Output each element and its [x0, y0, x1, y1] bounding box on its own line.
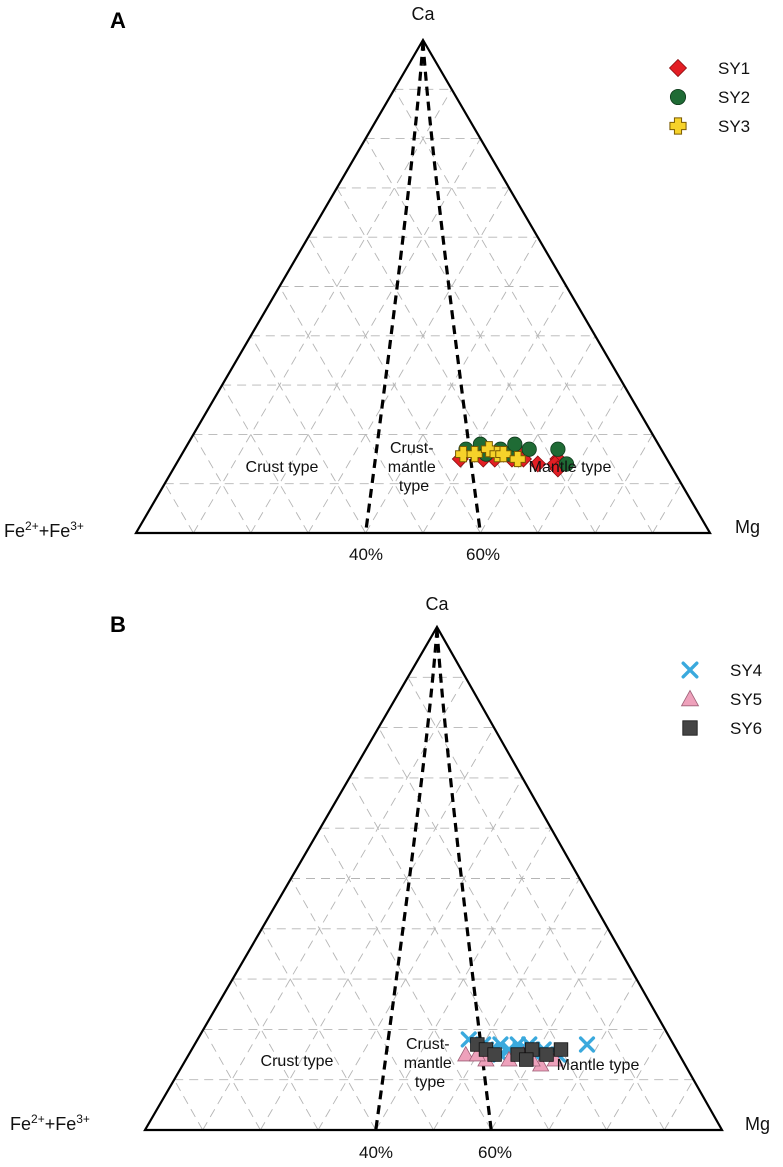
grid-line — [261, 928, 377, 1131]
circle-marker — [521, 441, 537, 457]
apex-label-left-sup: 2+ — [25, 519, 39, 533]
legend-label: SY2 — [718, 88, 750, 107]
grid-line — [319, 827, 492, 1131]
diamond-marker — [529, 455, 547, 473]
region-label-mantle: Mantle type — [529, 459, 612, 476]
boundary-60-line — [435, 628, 493, 1131]
circle-marker — [507, 436, 523, 452]
legend-label: SY1 — [718, 59, 750, 78]
grid-line — [173, 1079, 204, 1131]
square-marker — [539, 1047, 554, 1062]
plus-marker — [455, 446, 472, 463]
legend-label: SY5 — [730, 690, 762, 709]
grid-line — [193, 434, 252, 534]
grid-line — [652, 483, 682, 534]
apex-label-right: Mg — [735, 517, 760, 537]
apex-label-left-part: +Fe — [39, 521, 71, 541]
triangle-marker — [680, 689, 700, 707]
grid-lines — [173, 676, 694, 1131]
boundary-label-40: 40% — [359, 1143, 393, 1162]
apex-label-left-part: Fe — [4, 521, 25, 541]
data-points — [457, 1031, 596, 1072]
grid-line — [307, 236, 481, 534]
square-marker — [519, 1052, 534, 1067]
grid-line — [594, 434, 653, 534]
boundary-label-60: 60% — [466, 545, 500, 564]
plus-marker — [669, 117, 687, 135]
diamond-marker — [668, 58, 688, 78]
boundary-label-40: 40% — [349, 545, 383, 564]
region-label-crust: Crust type — [261, 1053, 334, 1070]
grid-line — [393, 89, 653, 534]
grid-line — [317, 777, 523, 1131]
square-marker — [682, 720, 698, 736]
x-marker — [681, 661, 699, 679]
circle-marker — [550, 441, 566, 457]
grid-line — [203, 1029, 261, 1131]
grid-line — [221, 384, 309, 534]
apex-label-left-sup: 3+ — [76, 1112, 90, 1126]
grid-line — [336, 187, 539, 534]
grid-line — [250, 335, 366, 534]
apex-label-left: Fe2++Fe3+ — [4, 519, 84, 541]
grid-line — [279, 286, 424, 534]
triangle-marker — [457, 1045, 475, 1062]
ternary-panel-a: A Ca Fe2++Fe3+ Mg 40% 60% Crust type Cru… — [4, 4, 760, 564]
grid-line — [480, 335, 596, 534]
apex-label-right: Mg — [745, 1114, 770, 1134]
boundary-40-line — [374, 628, 439, 1131]
grid-line — [537, 384, 625, 534]
region-label-crust: Crust type — [246, 459, 319, 476]
ternary-triangle — [134, 37, 712, 535]
region-label-crust-mantle: Crust- mantle type — [404, 1036, 456, 1091]
grid-line — [202, 677, 466, 1131]
ternary-panel-b: B Ca Fe2++Fe3+ Mg 40% 60% Crust type Cru… — [10, 594, 770, 1162]
grid-line — [290, 878, 434, 1131]
grid-line — [663, 1079, 694, 1131]
apex-label-left-sup: 3+ — [70, 519, 84, 533]
boundary-40-line — [364, 41, 425, 534]
apex-label-top: Ca — [411, 4, 435, 24]
panel-label: B — [110, 612, 126, 637]
grid-lines — [164, 88, 682, 534]
apex-label-top: Ca — [425, 594, 449, 614]
grid-line — [307, 187, 510, 534]
data-points — [451, 436, 575, 478]
x-marker — [578, 1036, 596, 1053]
legend-label: SY4 — [730, 661, 762, 680]
apex-label-left-part: Fe — [10, 1114, 31, 1134]
panel-label: A — [110, 8, 126, 33]
apex-label-left-sup: 2+ — [31, 1112, 45, 1126]
boundary-60-line — [421, 41, 482, 534]
apex-label-left-part: +Fe — [45, 1114, 77, 1134]
grid-line — [164, 483, 194, 534]
grid-line — [490, 928, 609, 1131]
ternary-triangle — [143, 624, 724, 1132]
plus-marker — [509, 450, 526, 468]
boundary-label-60: 60% — [478, 1143, 512, 1162]
grid-line — [433, 878, 580, 1131]
legend-label: SY3 — [718, 117, 750, 136]
legend-label: SY6 — [730, 719, 762, 738]
grid-line — [349, 777, 550, 1131]
square-marker — [487, 1047, 502, 1062]
grid-line — [422, 286, 567, 534]
square-marker — [553, 1042, 569, 1057]
grid-line — [606, 1029, 666, 1131]
region-label-crust-mantle: Crust- mantle type — [388, 440, 440, 495]
plus-marker — [495, 446, 512, 463]
circle-marker — [669, 88, 687, 106]
grid-line — [193, 89, 453, 534]
apex-label-left: Fe2++Fe3+ — [10, 1112, 90, 1134]
circle-marker — [558, 456, 575, 472]
grid-line — [407, 677, 665, 1131]
region-label-mantle: Mantle type — [557, 1057, 640, 1074]
plus-marker — [466, 446, 483, 463]
